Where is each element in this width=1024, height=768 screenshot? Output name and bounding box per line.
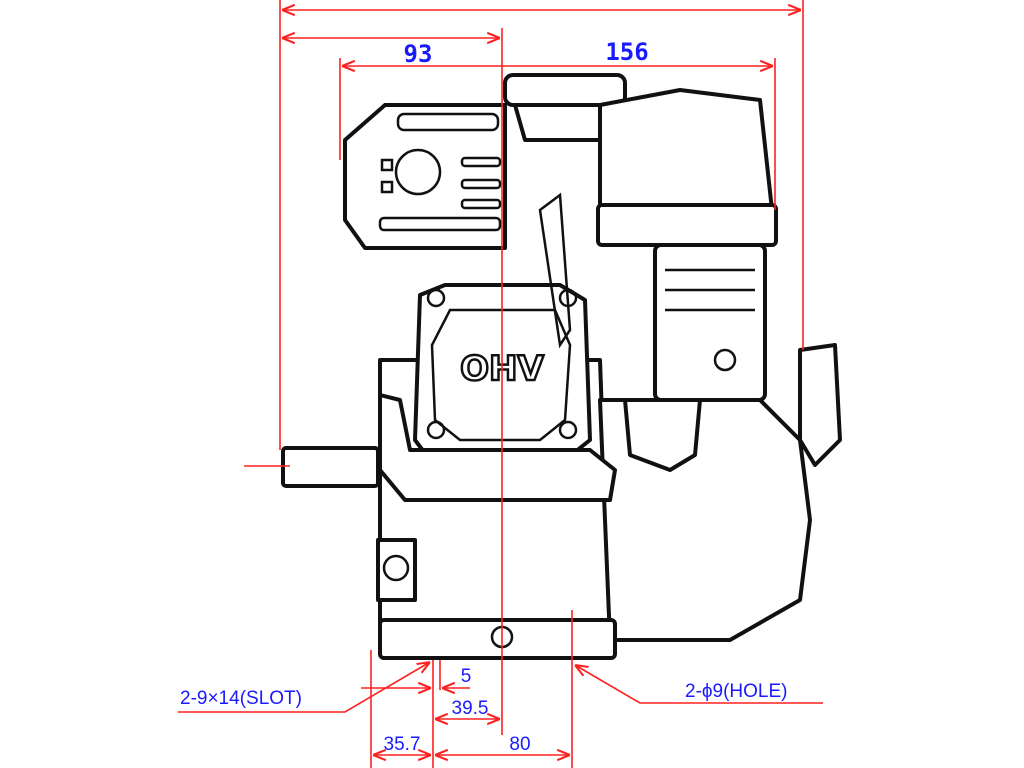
dim-93: 93 (404, 40, 433, 68)
mount-base (378, 618, 617, 660)
dim-39-5: 39.5 (452, 698, 489, 719)
dimension-lines (178, 0, 823, 768)
fuel-tank (598, 88, 774, 212)
crankshaft (281, 446, 380, 488)
dim-5: 5 (461, 666, 472, 687)
dim-156: 156 (605, 38, 648, 66)
air-cleaner (343, 103, 507, 250)
engine-body: OHV (281, 73, 842, 660)
recoil-handle (798, 343, 842, 467)
dim-35-7: 35.7 (384, 734, 421, 755)
slot-callout: 2-9×14(SLOT) (180, 688, 302, 709)
dim-80: 80 (509, 734, 530, 755)
fuel-cap (503, 73, 627, 107)
muffler (653, 243, 767, 402)
frame (378, 393, 617, 502)
hole-callout: 2-ϕ9(HOLE) (685, 681, 788, 702)
